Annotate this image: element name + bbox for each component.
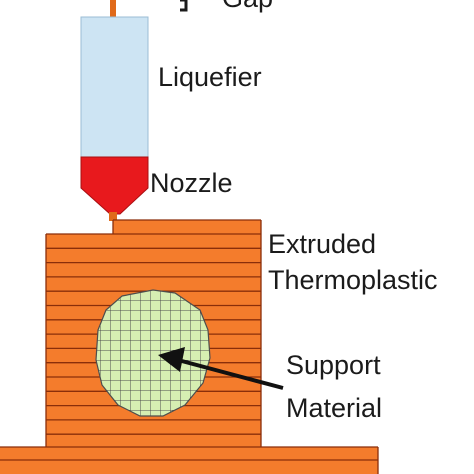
support-material-label-line2: Material <box>286 393 383 423</box>
support-arrow <box>158 347 284 390</box>
nozzle-shape <box>80 156 149 215</box>
filament-feed <box>110 0 116 18</box>
gap-label: Gap <box>222 0 273 14</box>
support-material <box>95 289 211 417</box>
base-layers <box>0 446 379 474</box>
nozzle-tip <box>109 212 117 221</box>
liquefier-body <box>80 16 149 159</box>
extruded-thermoplastic-label-line2: Thermoplastic <box>268 265 438 295</box>
nozzle-label: Nozzle <box>150 168 233 198</box>
liquefier-label: Liquefier <box>158 62 262 92</box>
support-material-label-line1: Support <box>286 350 381 380</box>
extruded-thermoplastic-label-line1: Extruded <box>268 229 377 259</box>
gap-bracket <box>180 0 188 12</box>
